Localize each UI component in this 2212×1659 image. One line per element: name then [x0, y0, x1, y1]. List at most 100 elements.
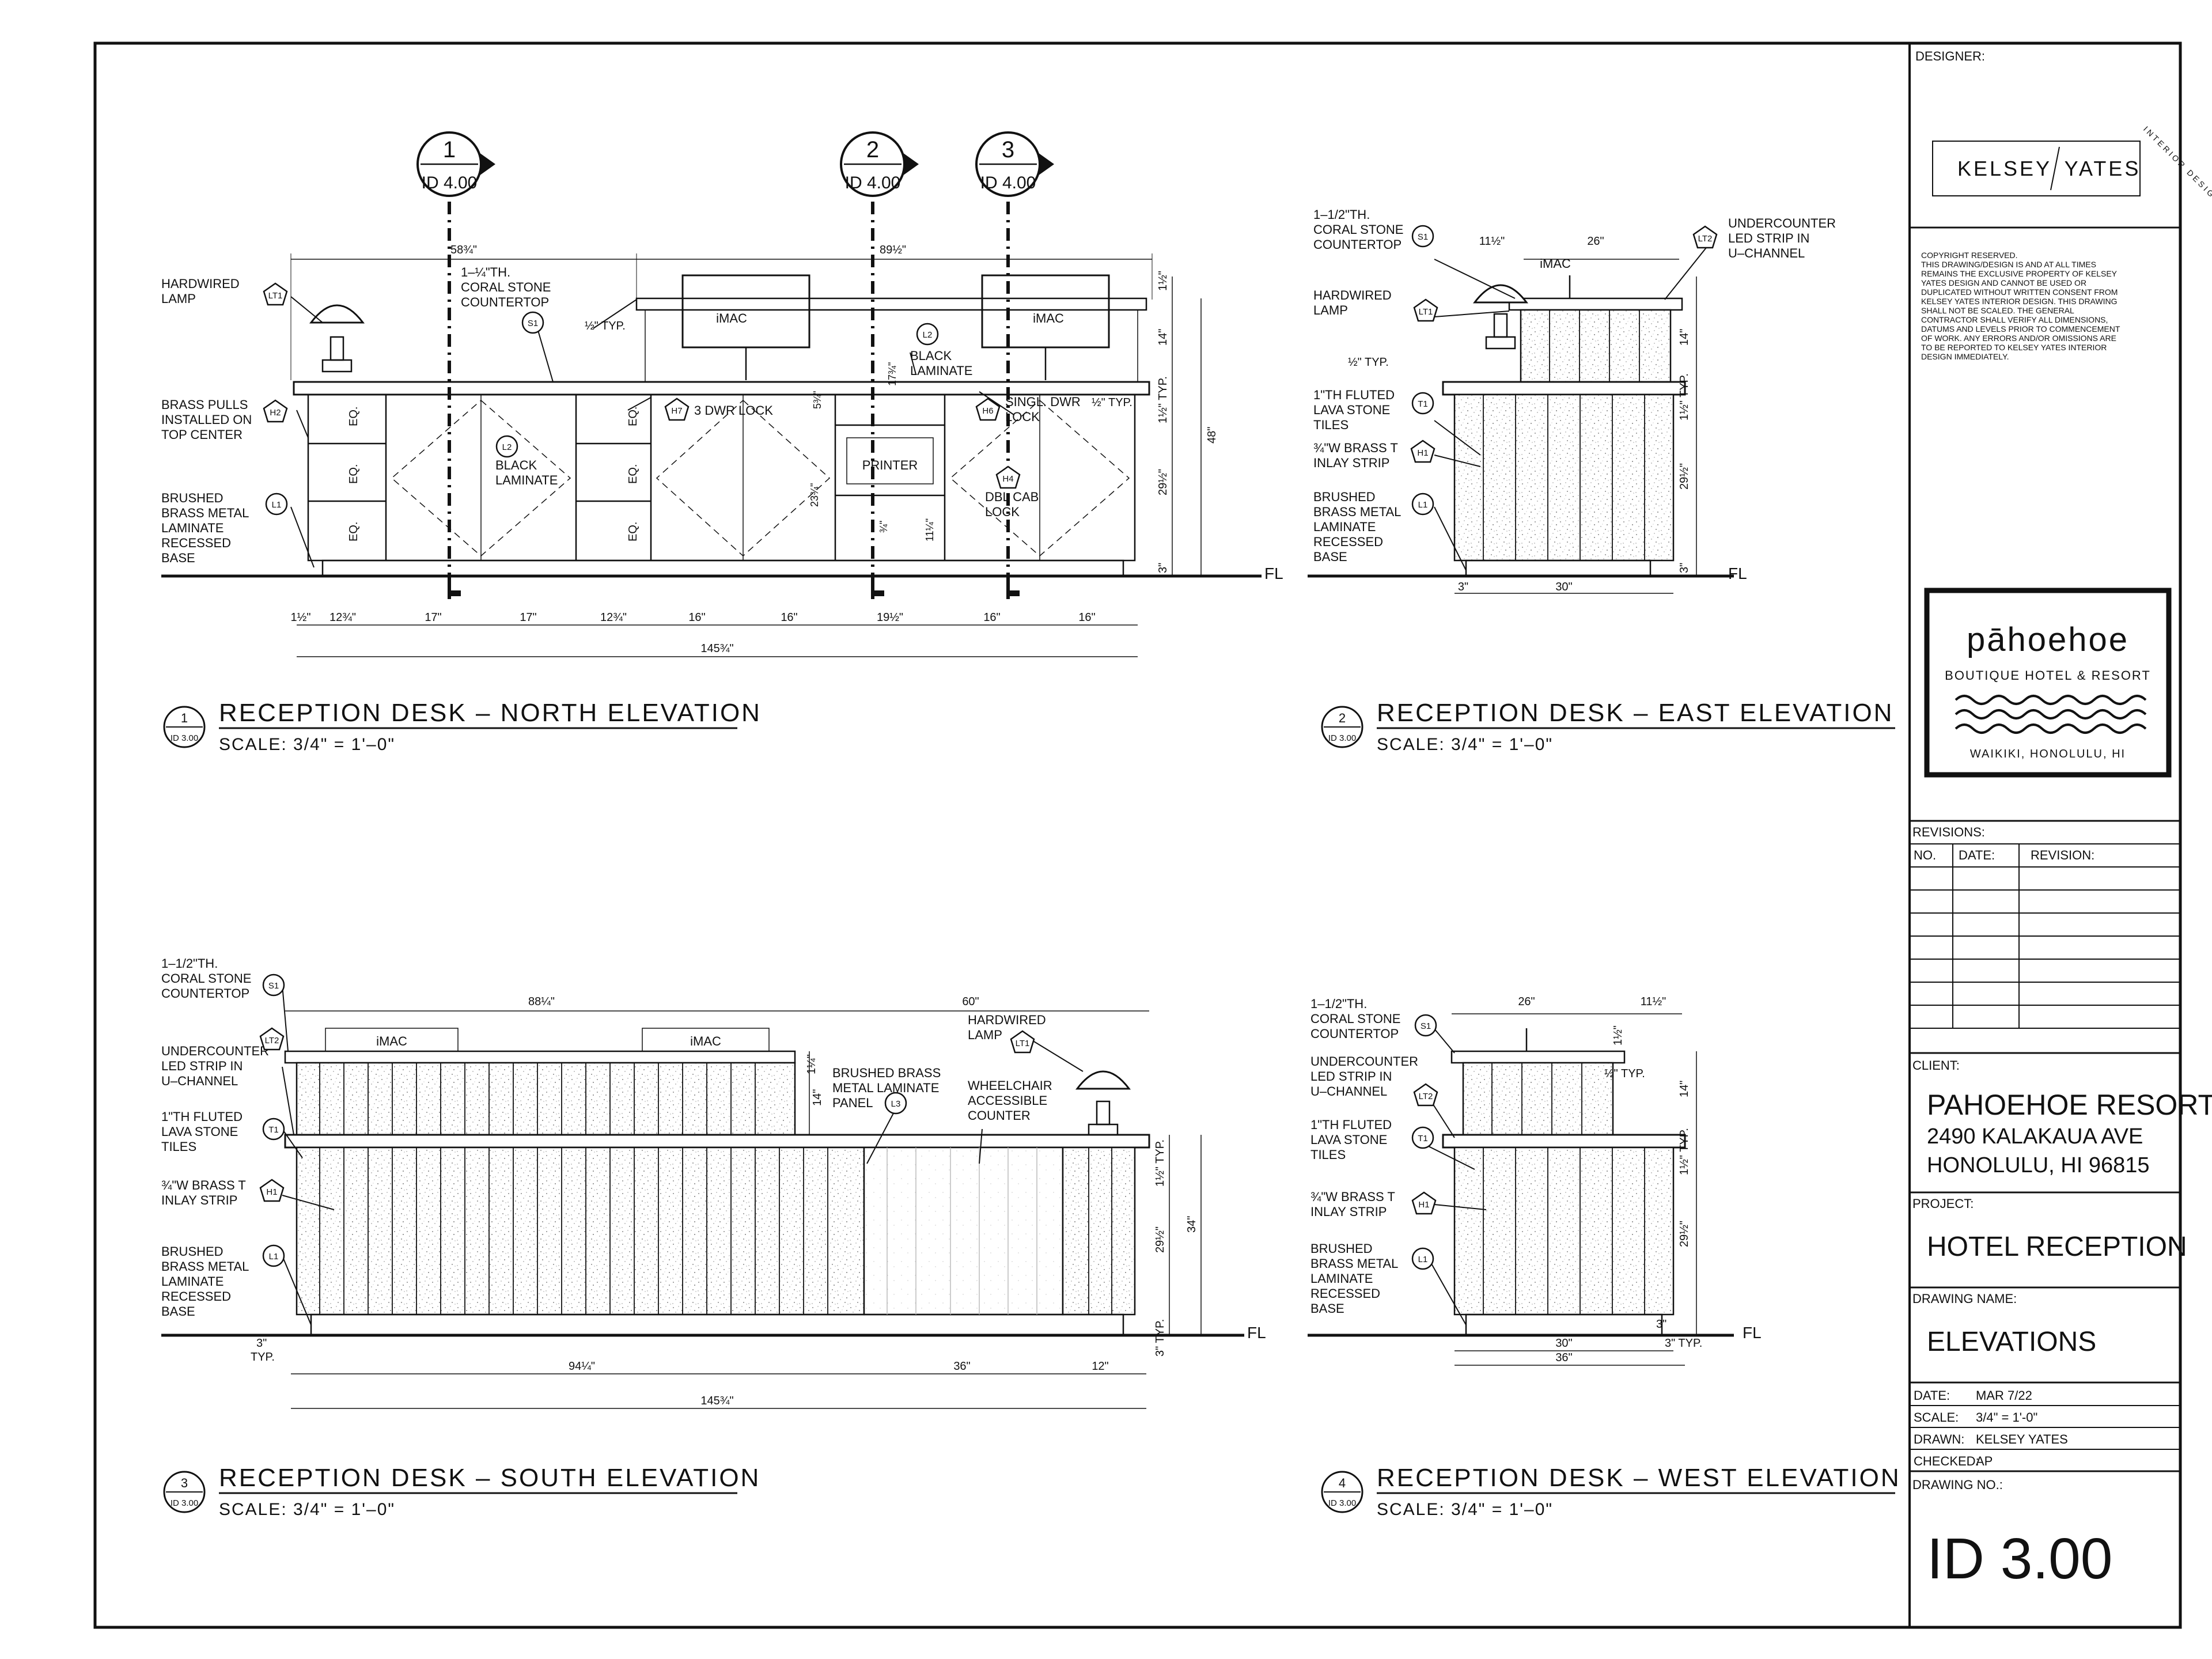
eq-5: EQ. [627, 464, 639, 484]
brand-location: WAIKIKI, HONOLULU, HI [1970, 748, 2126, 760]
west-led-2: LED STRIP IN [1310, 1069, 1392, 1084]
west-dim-bottom-2: 36" [1555, 1351, 1572, 1364]
north-dim-total: 145¾" [700, 642, 733, 655]
east-inlay: ¾"W BRASS T [1313, 441, 1398, 455]
east-dim-right-3: 29½" [1678, 463, 1691, 490]
copyright-line: COPYRIGHT RESERVED. [1921, 251, 2018, 260]
section-marker-1: 1ID 4.00 [416, 131, 495, 197]
project-label: PROJECT: [1912, 1196, 1974, 1211]
east-tiles: 1"TH FLUTED [1313, 388, 1395, 402]
brand-logo: pāhoehoe BOUTIQUE HOTEL & RESORT WAIKIKI… [1924, 588, 2172, 778]
south-base-5: BASE [161, 1304, 195, 1319]
south-lamp-2: LAMP [968, 1028, 1002, 1042]
west-counter-2: CORAL STONE [1310, 1012, 1400, 1026]
annotation-leaders [282, 241, 1711, 1325]
tag-lt1: LT1 [1413, 298, 1438, 322]
west-typ: ½" TYP. [1604, 1067, 1645, 1080]
date-value: MAR 7/22 [1976, 1388, 2032, 1403]
north-lamp-label-2: LAMP [161, 291, 196, 306]
south-lamp: HARDWIRED [968, 1013, 1046, 1027]
view-title: RECEPTION DESK – NORTH ELEVATION [219, 699, 762, 727]
drawing-name-label: DRAWING NAME: [1912, 1291, 2017, 1306]
tag-lt2: LT2 [259, 1027, 285, 1051]
tag-h1: H1 [1411, 1191, 1437, 1215]
north-base-label-5: BASE [161, 551, 195, 565]
south-base: BRUSHED [161, 1244, 224, 1259]
north-dim-bottom: 16" [1078, 611, 1095, 624]
tag-code: LT1 [1016, 1039, 1030, 1048]
south-led-2: LED STRIP IN [161, 1059, 243, 1073]
south-annotations: 1–1/2"TH. CORAL STONE COUNTERTOP UNDERCO… [161, 956, 1198, 1407]
north-base-label-3: LAMINATE [161, 521, 224, 535]
north-laminate-upper: BLACK [910, 349, 952, 363]
copyright-line: YATES DESIGN AND CANNOT BE USED OR [1921, 278, 2086, 287]
south-imac-2: iMAC [690, 1034, 721, 1048]
tag-code: L3 [891, 1099, 901, 1109]
copyright-line: DESIGN IMMEDIATELY. [1921, 352, 2009, 361]
east-inlay-2: INLAY STRIP [1313, 456, 1389, 470]
view-ref: ID 3.00 [171, 733, 198, 743]
tag-h7: H7 [664, 397, 690, 421]
rev-col-no: NO. [1914, 848, 1936, 862]
meta-table: DATE: MAR 7/22 SCALE: 3/4" = 1'-0" DRAWN… [1910, 1388, 2180, 1472]
south-elevation [161, 1010, 1244, 1409]
marker-ref: ID 4.00 [980, 173, 1036, 192]
east-base-5: BASE [1313, 550, 1347, 564]
tag-code: LT1 [268, 291, 283, 301]
drawn-value: KELSEY YATES [1976, 1432, 2068, 1446]
copyright-line: CONTRACTOR SHALL VERIFY ALL DIMENSIONS, [1921, 315, 2108, 324]
south-dim-14b: 14" [811, 1089, 824, 1106]
date-label: DATE: [1914, 1388, 1950, 1403]
west-elevation [1308, 1013, 1734, 1366]
west-dim-right-5: 3" [1656, 1318, 1666, 1331]
marker-number: 3 [1002, 137, 1014, 162]
tag-t1: T1 [1411, 392, 1434, 415]
east-lamp-2: LAMP [1313, 303, 1348, 317]
east-lamp: HARDWIRED [1313, 288, 1392, 302]
east-led: UNDERCOUNTER [1728, 216, 1836, 230]
east-counter: 1–1/2"TH. [1313, 207, 1370, 222]
north-dim-top-2: 89½" [880, 244, 906, 256]
north-counter-label-2: CORAL STONE [461, 280, 551, 294]
tag-l1: L1 [1411, 1247, 1434, 1270]
tag-code: H1 [266, 1187, 277, 1197]
east-dim-right-2: 1½" TYP. [1678, 373, 1691, 421]
west-tiles: 1"TH FLUTED [1310, 1118, 1392, 1132]
copyright-notice: COPYRIGHT RESERVED.THIS DRAWING/DESIGN I… [1921, 251, 2120, 361]
tag-code: L1 [1418, 1255, 1428, 1264]
south-dim-bottom-1: 94¼" [569, 1360, 595, 1373]
north-dim-right: 1½" TYP. [1157, 376, 1169, 423]
tag-code: L1 [269, 1252, 279, 1262]
west-dim-right-6: 3" TYP. [1665, 1337, 1702, 1350]
north-dim-bottom: 17" [425, 611, 441, 624]
client-address-1: 2490 KALAKAUA AVE [1927, 1124, 2143, 1149]
tag-h4: H4 [995, 465, 1021, 489]
tag-code: L2 [923, 330, 933, 340]
south-dim-right-3: 34" [1185, 1216, 1198, 1233]
west-led: UNDERCOUNTER [1310, 1054, 1418, 1069]
tag-l1: L1 [262, 1244, 285, 1267]
copyright-line: TO BE REPORTED TO KELSEY YATES INTERIOR [1921, 343, 2107, 352]
sheet-border [93, 41, 2182, 1629]
north-dim-bottom: 1½" [291, 611, 311, 624]
tag-lt2: LT2 [1692, 225, 1718, 249]
copyright-line: DATUMS AND LEVELS PRIOR TO COMMENCEMENT [1921, 324, 2120, 334]
north-dimension-labels: 1½"12¾"17"17"12¾"16"16"19½"16"16"1½"14"1… [291, 271, 1169, 624]
tag-code: LT2 [1698, 234, 1713, 244]
tag-code: T1 [1418, 1134, 1428, 1143]
tag-s1: S1 [262, 974, 285, 997]
view-title: RECEPTION DESK – SOUTH ELEVATION [219, 1464, 760, 1492]
rev-col-revision: REVISION: [2031, 848, 2094, 862]
checked-value: AP [1976, 1454, 1993, 1468]
south-base-2: BRASS METAL [161, 1259, 249, 1274]
east-led-3: U–CHANNEL [1728, 246, 1805, 260]
north-laminate-upper-2: LAMINATE [910, 363, 972, 378]
tag-code: L1 [1418, 500, 1428, 510]
drawing-no-label: DRAWING NO.: [1912, 1478, 2003, 1492]
east-tiles-3: TILES [1313, 418, 1349, 432]
tag-code: LT2 [1419, 1092, 1433, 1101]
client-name: PAHOEHOE RESORT [1927, 1089, 2212, 1121]
tag-code: S1 [528, 319, 538, 328]
north-annotations: HARDWIRED LAMP BRASS PULLS INSTALLED ON … [161, 244, 1218, 655]
